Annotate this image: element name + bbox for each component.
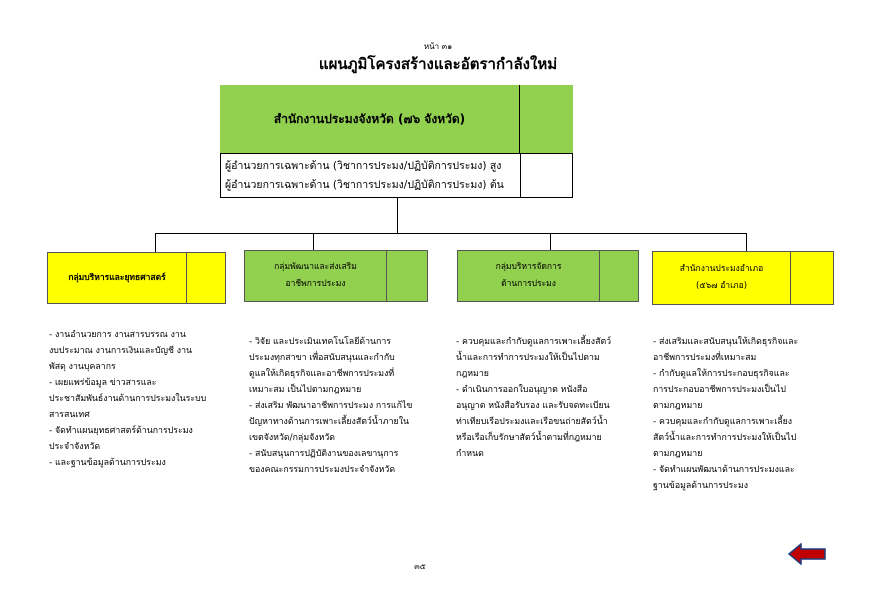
connector-drop-4: [746, 233, 747, 251]
page-label: หน้า ๓๑: [423, 42, 453, 51]
duty-line: งบประมาณ งานการเงินและบัญชี งาน: [49, 346, 193, 356]
unit-name: กลุ่มบริหารและยุทธศาสตร์: [48, 253, 187, 303]
unit-side-cell: [791, 252, 833, 304]
unit-side-cell: [387, 251, 427, 301]
duty-line: - สนับสนุนการปฏิบัติงานของเลขานุการ: [249, 449, 399, 459]
left-arrow-shape: [787, 542, 826, 566]
duty-line: - ส่งเสริม พัฒนาอาชีพการประมง การแก้ไข: [249, 401, 413, 411]
duty-line: กฎหมาย: [456, 369, 489, 379]
duty-line: เขตจังหวัด/กลุ่มจังหวัด: [249, 433, 336, 443]
duty-line: ปัญหาทางด้านการเพาะเลี้ยงสัตว์น้ำภายใน: [249, 417, 410, 427]
duty-line: ประมงทุกสาขา เพื่อสนับสนุนและกำกับ: [249, 353, 395, 363]
position-line: ผู้อำนวยการเฉพาะด้าน (วิชาการประมง/ปฏิบั…: [225, 160, 502, 172]
duty-line: - เผยแพร่ข้อมูล ข่าวสารและ: [49, 378, 157, 388]
duties-district: - ส่งเสริมและสนับสนุนให้เกิดธุรกิจและ อา…: [653, 334, 798, 494]
duty-line: อนุญาต หนังสือรับรอง และรับจดทะเบียน: [456, 401, 610, 411]
duty-line: - งานอำนวยการ งานสารบรรณ งาน: [49, 330, 186, 340]
left-arrow-icon[interactable]: [787, 542, 826, 566]
duty-line: - จัดทำแผนพัฒนาด้านการประมงและ: [653, 465, 795, 475]
duty-line: - ควบคุมและกำกับดูแลการเพาะเลี้ยงสัตว์: [456, 337, 612, 347]
duty-line: - วิจัย และประเมินเทคโนโลยีด้านการ: [249, 337, 392, 347]
duty-line: ประจำจังหวัด: [49, 442, 101, 452]
duty-line: ตามกฎหมาย: [653, 401, 703, 411]
duty-line: - ควบคุมและกำกับดูแลการเพาะเลี้ยง: [653, 417, 793, 427]
duty-line: อาชีพการประมงที่เหมาะสม: [653, 353, 757, 363]
duty-line: - และฐานข้อมูลด้านการประมง: [49, 458, 166, 468]
connector-horizontal: [155, 233, 746, 234]
duty-line: ฐานข้อมูลด้านการประมง: [653, 481, 749, 491]
unit-box-strategy: กลุ่มบริหารและยุทธศาสตร์: [47, 252, 226, 304]
unit-side-cell: [187, 253, 225, 303]
duty-line: ของคณะกรรมการประมงประจำจังหวัด: [249, 465, 396, 475]
duties-management: - ควบคุมและกำกับดูแลการเพาะเลี้ยงสัตว์ น…: [456, 334, 611, 462]
top-unit-name: สำนักงานประมงจังหวัด (๗๖ จังหวัด): [220, 85, 520, 154]
position-line: ผู้อำนวยการเฉพาะด้าน (วิชาการประมง/ปฏิบั…: [225, 179, 504, 191]
duty-line: กำหนด: [456, 449, 484, 459]
page-number: ๓๕: [414, 562, 426, 571]
duties-development: - วิจัย และประเมินเทคโนโลยีด้านการ ประมง…: [249, 334, 412, 478]
chart-title: แผนภูมิโครงสร้างและอัตรากำลังใหม่: [318, 55, 558, 73]
duty-line: น้ำและการทำการประมงให้เป็นไปตาม: [456, 353, 600, 363]
top-unit-divider: [520, 154, 521, 198]
connector-trunk: [397, 198, 398, 234]
unit-box-district: สำนักงานประมงอำเภอ (๕๖๗ อำเภอ): [652, 251, 834, 305]
duty-line: ท่าเทียบเรือประมงและเรือขนถ่ายสัตว์น้ำ: [456, 417, 608, 427]
duty-line: ประชาสัมพันธ์งานด้านการประมงในระบบ: [49, 394, 207, 404]
connector-drop-2: [313, 233, 314, 250]
connector-drop-3: [550, 233, 551, 250]
duty-line: ดูแลให้เกิดธุรกิจและอาชีพการประมงที่: [249, 369, 395, 379]
duty-line: การประกอบอาชีพการประมงเป็นไป: [653, 385, 786, 395]
unit-box-management: กลุ่มบริหารจัดการ ด้านการประมง: [457, 250, 639, 302]
top-unit-positions: ผู้อำนวยการเฉพาะด้าน (วิชาการประมง/ปฏิบั…: [225, 157, 520, 195]
duty-line: - จัดทำแผนยุทธศาสตร์ด้านการประมง: [49, 426, 193, 436]
unit-box-development: กลุ่มพัฒนาและส่งเสริม อาชีพการประมง: [244, 250, 428, 302]
unit-name: กลุ่มบริหารจัดการ ด้านการประมง: [458, 251, 600, 301]
duty-line: สารสนเทศ: [49, 410, 90, 420]
unit-name: สำนักงานประมงอำเภอ (๕๖๗ อำเภอ): [653, 252, 791, 304]
duty-line: - ดำเนินการออกใบอนุญาต หนังสือ: [456, 385, 588, 395]
duty-line: เหมาะสม เป็นไปตามกฎหมาย: [249, 385, 362, 395]
duty-line: ตามกฎหมาย: [653, 449, 703, 459]
connector-drop-1: [155, 233, 156, 252]
duty-line: - ส่งเสริมและสนับสนุนให้เกิดธุรกิจและ: [653, 337, 799, 347]
top-unit-side-cell: [520, 85, 573, 154]
duty-line: หรือเรือเก็บรักษาสัตว์น้ำตามที่กฎหมาย: [456, 433, 602, 443]
unit-name: กลุ่มพัฒนาและส่งเสริม อาชีพการประมง: [245, 251, 387, 301]
duty-line: - กำกับดูแลให้การประกอบธุรกิจและ: [653, 369, 790, 379]
unit-side-cell: [600, 251, 638, 301]
duties-strategy: - งานอำนวยการ งานสารบรรณ งาน งบประมาณ งา…: [49, 327, 206, 471]
duty-line: พัสดุ งานบุคลากร: [49, 362, 116, 372]
duty-line: สัตว์น้ำและการทำการประมงให้เป็นไป: [653, 433, 797, 443]
